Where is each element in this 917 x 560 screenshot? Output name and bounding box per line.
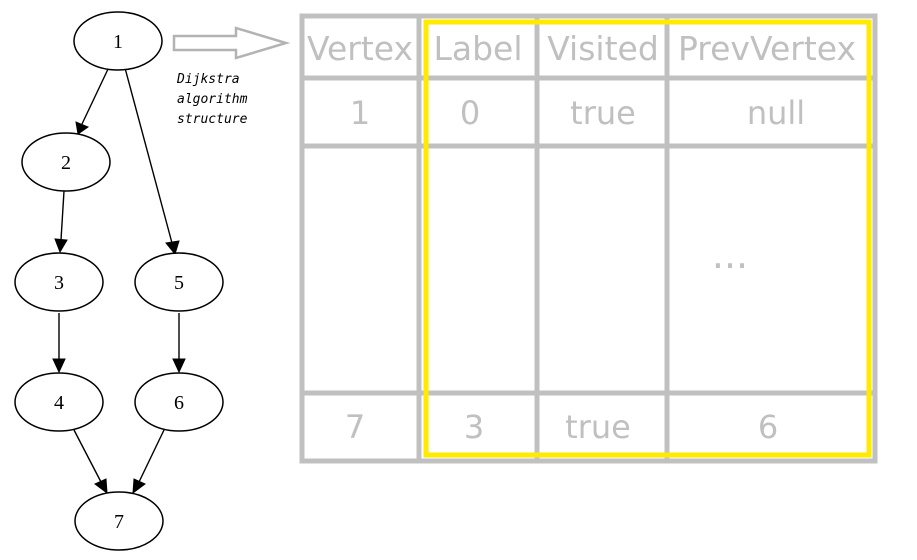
- edge-1-5: [124, 67, 173, 244]
- ellipsis: ...: [712, 233, 748, 277]
- graph-node-6: 6: [134, 372, 224, 432]
- node-label: 6: [174, 392, 184, 414]
- graph-node-7: 7: [74, 491, 164, 551]
- arrow-3-4: [52, 358, 66, 374]
- cell-prevvertex: 6: [758, 408, 778, 446]
- node-label: 1: [113, 31, 123, 53]
- node-label: 5: [174, 272, 184, 294]
- cell-visited: true: [565, 408, 631, 446]
- edge-4-7: [73, 429, 102, 483]
- graph-edges: [52, 66, 186, 495]
- note-line: algorithm: [177, 92, 248, 107]
- node-label: 4: [54, 392, 64, 414]
- cell-vertex: 7: [345, 408, 365, 446]
- graph-node-2: 2: [21, 132, 111, 192]
- header-visited: Visited: [547, 29, 659, 68]
- cell-vertex: 1: [350, 94, 370, 132]
- arrow-5-6: [172, 358, 186, 374]
- graph-node-1: 1: [73, 11, 163, 71]
- note-line: structure: [177, 112, 248, 127]
- edge-2-3: [60, 190, 65, 241]
- arrow-4-7: [94, 478, 108, 495]
- node-label: 3: [54, 272, 64, 294]
- cell-prevvertex: null: [747, 94, 805, 132]
- table-header-row: Vertex Label Visited PrevVertex: [307, 29, 856, 68]
- highlight-box: [423, 19, 872, 458]
- table-grid: [299, 13, 878, 464]
- graph-node-3: 3: [14, 252, 104, 312]
- node-label: 7: [114, 511, 124, 533]
- arrow-6-7: [132, 478, 146, 495]
- callout-arrow: [172, 26, 291, 60]
- graph-node-5: 5: [134, 252, 224, 312]
- arrow-1-5: [165, 240, 180, 256]
- node-label: 2: [61, 152, 71, 174]
- table-frame: [299, 13, 878, 464]
- edge-1-2: [81, 66, 110, 125]
- header-prevvertex: PrevVertex: [678, 29, 856, 68]
- header-vertex: Vertex: [307, 29, 413, 68]
- edge-6-7: [138, 429, 165, 483]
- cell-label: 3: [464, 408, 484, 446]
- cell-label: 0: [460, 94, 480, 132]
- header-label: Label: [433, 29, 522, 68]
- note-line: Dijkstra: [176, 72, 240, 87]
- table-row: 7 3 true 6: [345, 408, 778, 446]
- arrow-2-3: [54, 238, 68, 254]
- graph-node-4: 4: [14, 372, 104, 432]
- table-row: 1 0 true null: [350, 94, 805, 132]
- cell-visited: true: [570, 94, 636, 132]
- arrow-1-2: [75, 121, 90, 135]
- note: Dijkstra algorithm structure: [176, 72, 248, 127]
